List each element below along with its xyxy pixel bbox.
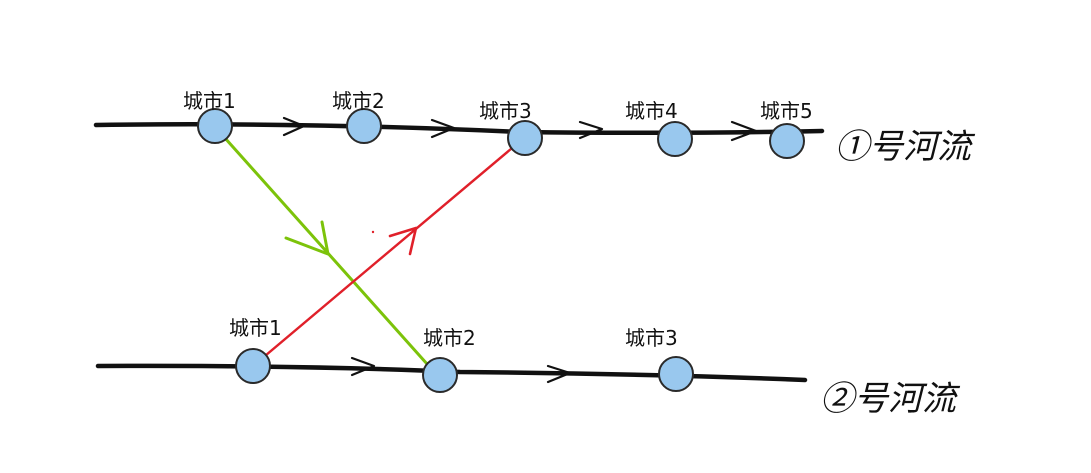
- river-1-label: ①号河流: [835, 127, 976, 167]
- river-2-city-1-node: [235, 348, 271, 384]
- river-1-city-2-label: 城市2: [332, 89, 385, 113]
- river-1-arrow-3: [578, 120, 604, 140]
- river-1-city-2-node: [346, 108, 382, 144]
- river-1-city-3-label: 城市3: [479, 99, 532, 123]
- river-2-city-2-node: [422, 357, 458, 393]
- river-1-city-5-label: 城市5: [760, 99, 813, 123]
- river-1-arrow-2: [430, 118, 456, 139]
- red-dot-mark: [371, 230, 375, 234]
- river-2-city-3-label: 城市3: [625, 326, 678, 350]
- river-1-city-3-node: [507, 120, 543, 156]
- river-1-city-1-node: [197, 108, 233, 144]
- connection-red-arrowhead: [388, 226, 418, 256]
- connection-red: [251, 136, 526, 368]
- river-1-city-5-node: [769, 123, 805, 159]
- river-2-label: ②号河流: [820, 379, 961, 419]
- river-1-arrow-1: [282, 116, 306, 137]
- river-1-arrow-4: [730, 120, 758, 142]
- river-2-arrow-1: [350, 356, 376, 377]
- river-2-line: [95, 363, 808, 383]
- river-2-city-3-node: [658, 356, 694, 392]
- river-2-arrow-2: [546, 364, 572, 384]
- river-2-city-2-label: 城市2: [423, 326, 476, 350]
- river-1-city-1-label: 城市1: [183, 89, 236, 113]
- river-1-city-4-label: 城市4: [625, 99, 678, 123]
- connection-green-arrowhead: [284, 220, 330, 256]
- river-2-city-1-label: 城市1: [229, 316, 282, 340]
- river-1-city-4-node: [657, 121, 693, 157]
